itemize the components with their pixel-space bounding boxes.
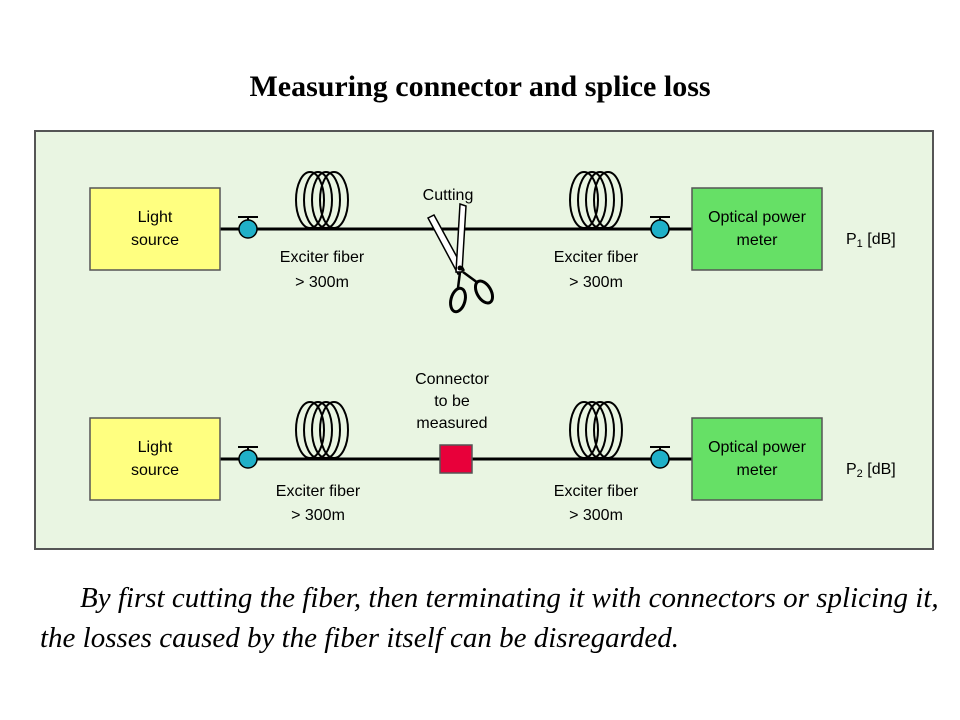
top-power-meter-box bbox=[691, 187, 823, 271]
bottom-row: Light source Optical power meter Exci bbox=[89, 371, 896, 524]
top-row: Light source Optical power meter bbox=[89, 171, 896, 314]
top-left-fiber-label-1: Exciter fiber bbox=[280, 249, 365, 266]
caption-line-2: the losses caused by the fiber itself ca… bbox=[40, 622, 679, 654]
caption: By first cutting the fiber, then termina… bbox=[40, 578, 940, 658]
top-light-source-label-1: Light bbox=[138, 209, 173, 226]
top-power-reading-label: P1 [dB] bbox=[846, 231, 896, 250]
bottom-left-fiber-label-2: > 300m bbox=[291, 507, 345, 524]
top-left-connector-icon bbox=[238, 216, 258, 239]
bottom-power-reading-label: P2 [dB] bbox=[846, 461, 896, 480]
bottom-power-meter-label-2: meter bbox=[737, 462, 779, 479]
page-title: Measuring connector and splice loss bbox=[249, 70, 711, 103]
bottom-right-fiber-label-1: Exciter fiber bbox=[554, 483, 639, 500]
bottom-light-source-box bbox=[89, 417, 221, 501]
connector-measured-label-3: measured bbox=[416, 415, 487, 432]
bottom-left-connector-icon bbox=[238, 446, 258, 469]
top-light-source-label-2: source bbox=[131, 232, 179, 249]
top-right-fiber-label-2: > 300m bbox=[569, 274, 623, 291]
bottom-light-source-label-1: Light bbox=[138, 439, 173, 456]
top-right-connector-icon bbox=[650, 216, 670, 239]
connector-under-test-block bbox=[439, 444, 473, 474]
top-right-fiber-coil-icon bbox=[569, 171, 623, 229]
top-left-fiber-coil-icon bbox=[295, 171, 349, 229]
top-left-fiber-label-2: > 300m bbox=[295, 274, 349, 291]
bottom-right-fiber-coil-icon bbox=[569, 401, 623, 459]
top-light-source-box bbox=[89, 187, 221, 271]
scissors-icon bbox=[426, 202, 495, 314]
bottom-power-meter-label-1: Optical power bbox=[708, 439, 806, 456]
connector-measured-label-2: to be bbox=[434, 393, 470, 410]
bottom-light-source-label-2: source bbox=[131, 462, 179, 479]
bottom-right-fiber-label-2: > 300m bbox=[569, 507, 623, 524]
top-power-meter-label-2: meter bbox=[737, 232, 779, 249]
bottom-power-meter-box bbox=[691, 417, 823, 501]
bottom-left-fiber-coil-icon bbox=[295, 401, 349, 459]
bottom-right-connector-icon bbox=[650, 446, 670, 469]
top-power-meter-label-1: Optical power bbox=[708, 209, 806, 226]
caption-line-1: By first cutting the fiber, then termina… bbox=[80, 582, 939, 614]
connector-measured-label-1: Connector bbox=[415, 371, 489, 388]
top-right-fiber-label-1: Exciter fiber bbox=[554, 249, 639, 266]
bottom-left-fiber-label-1: Exciter fiber bbox=[276, 483, 361, 500]
cutting-label: Cutting bbox=[423, 187, 474, 204]
